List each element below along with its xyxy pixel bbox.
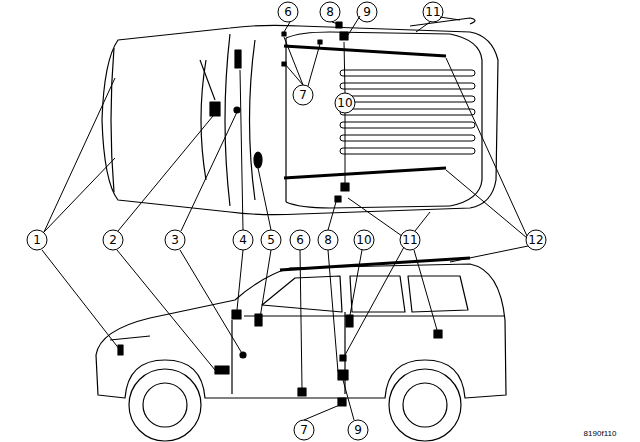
callout-number: 8 <box>324 234 332 246</box>
callout-number: 6 <box>284 6 292 18</box>
callout-number: 3 <box>171 234 179 246</box>
callout-number: 12 <box>528 234 543 246</box>
callout-number: 9 <box>363 6 371 18</box>
callout-number: 11 <box>425 6 440 18</box>
callout-number: 11 <box>402 234 417 246</box>
callout-number: 4 <box>239 234 247 246</box>
callout-number: 7 <box>299 89 307 101</box>
callout-number: 10 <box>356 234 371 246</box>
callout-number: 2 <box>109 234 117 246</box>
callout-number: 6 <box>296 234 304 246</box>
callout-number: 8 <box>326 6 334 18</box>
callout-number: 10 <box>337 97 352 109</box>
callout-number: 9 <box>354 424 362 436</box>
callout-number: 5 <box>267 234 275 246</box>
callout-number: 1 <box>33 234 41 246</box>
figure-code: 8190f110 <box>584 430 617 438</box>
callout-number: 7 <box>300 424 308 436</box>
